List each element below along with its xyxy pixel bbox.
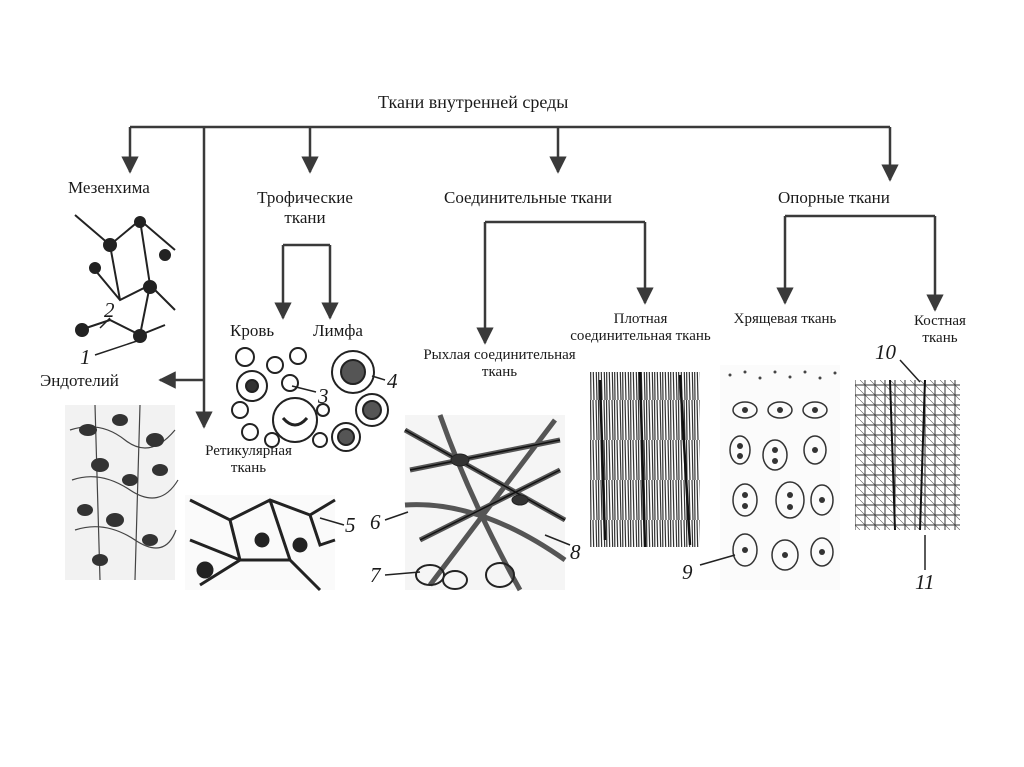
- callout-2: 2: [104, 298, 115, 323]
- endothelium-label: Эндотелий: [40, 371, 119, 391]
- trophic-label: Трофические ткани: [235, 188, 375, 227]
- supporting-label: Опорные ткани: [778, 188, 890, 208]
- callout-10: 10: [875, 340, 896, 365]
- callout-9: 9: [682, 560, 693, 585]
- bone-image: [855, 380, 960, 530]
- mesenchyme-image: [75, 215, 175, 342]
- callout-6: 6: [370, 510, 381, 535]
- callout-5: 5: [345, 513, 356, 538]
- dense-label: Плотная соединительная ткань: [568, 311, 713, 346]
- reticular-label: Ретикулярная ткань: [186, 443, 311, 478]
- bone-label: Костная ткань: [900, 313, 980, 348]
- blood-image: [232, 348, 327, 447]
- callout-4: 4: [387, 369, 398, 394]
- blood-label: Кровь: [230, 321, 274, 341]
- cartilage-label: Хрящевая ткань: [730, 311, 840, 328]
- loose-label: Рыхлая соединительная ткань: [417, 347, 582, 382]
- connective-label: Соединительные ткани: [444, 188, 612, 208]
- callout-1: 1: [80, 345, 91, 370]
- lymph-label: Лимфа: [313, 321, 363, 341]
- dense-connective-image: [590, 372, 700, 547]
- cartilage-image: [720, 365, 840, 590]
- reticular-image: [185, 495, 335, 590]
- mesenchyme-label: Мезенхима: [68, 178, 150, 198]
- callout-7: 7: [370, 563, 381, 588]
- callout-8: 8: [570, 540, 581, 565]
- title-label: Ткани внутренней среды: [378, 92, 568, 113]
- callout-3: 3: [318, 384, 329, 409]
- endothelium-image: [65, 405, 178, 580]
- loose-connective-image: [405, 415, 565, 590]
- callout-11: 11: [915, 570, 934, 595]
